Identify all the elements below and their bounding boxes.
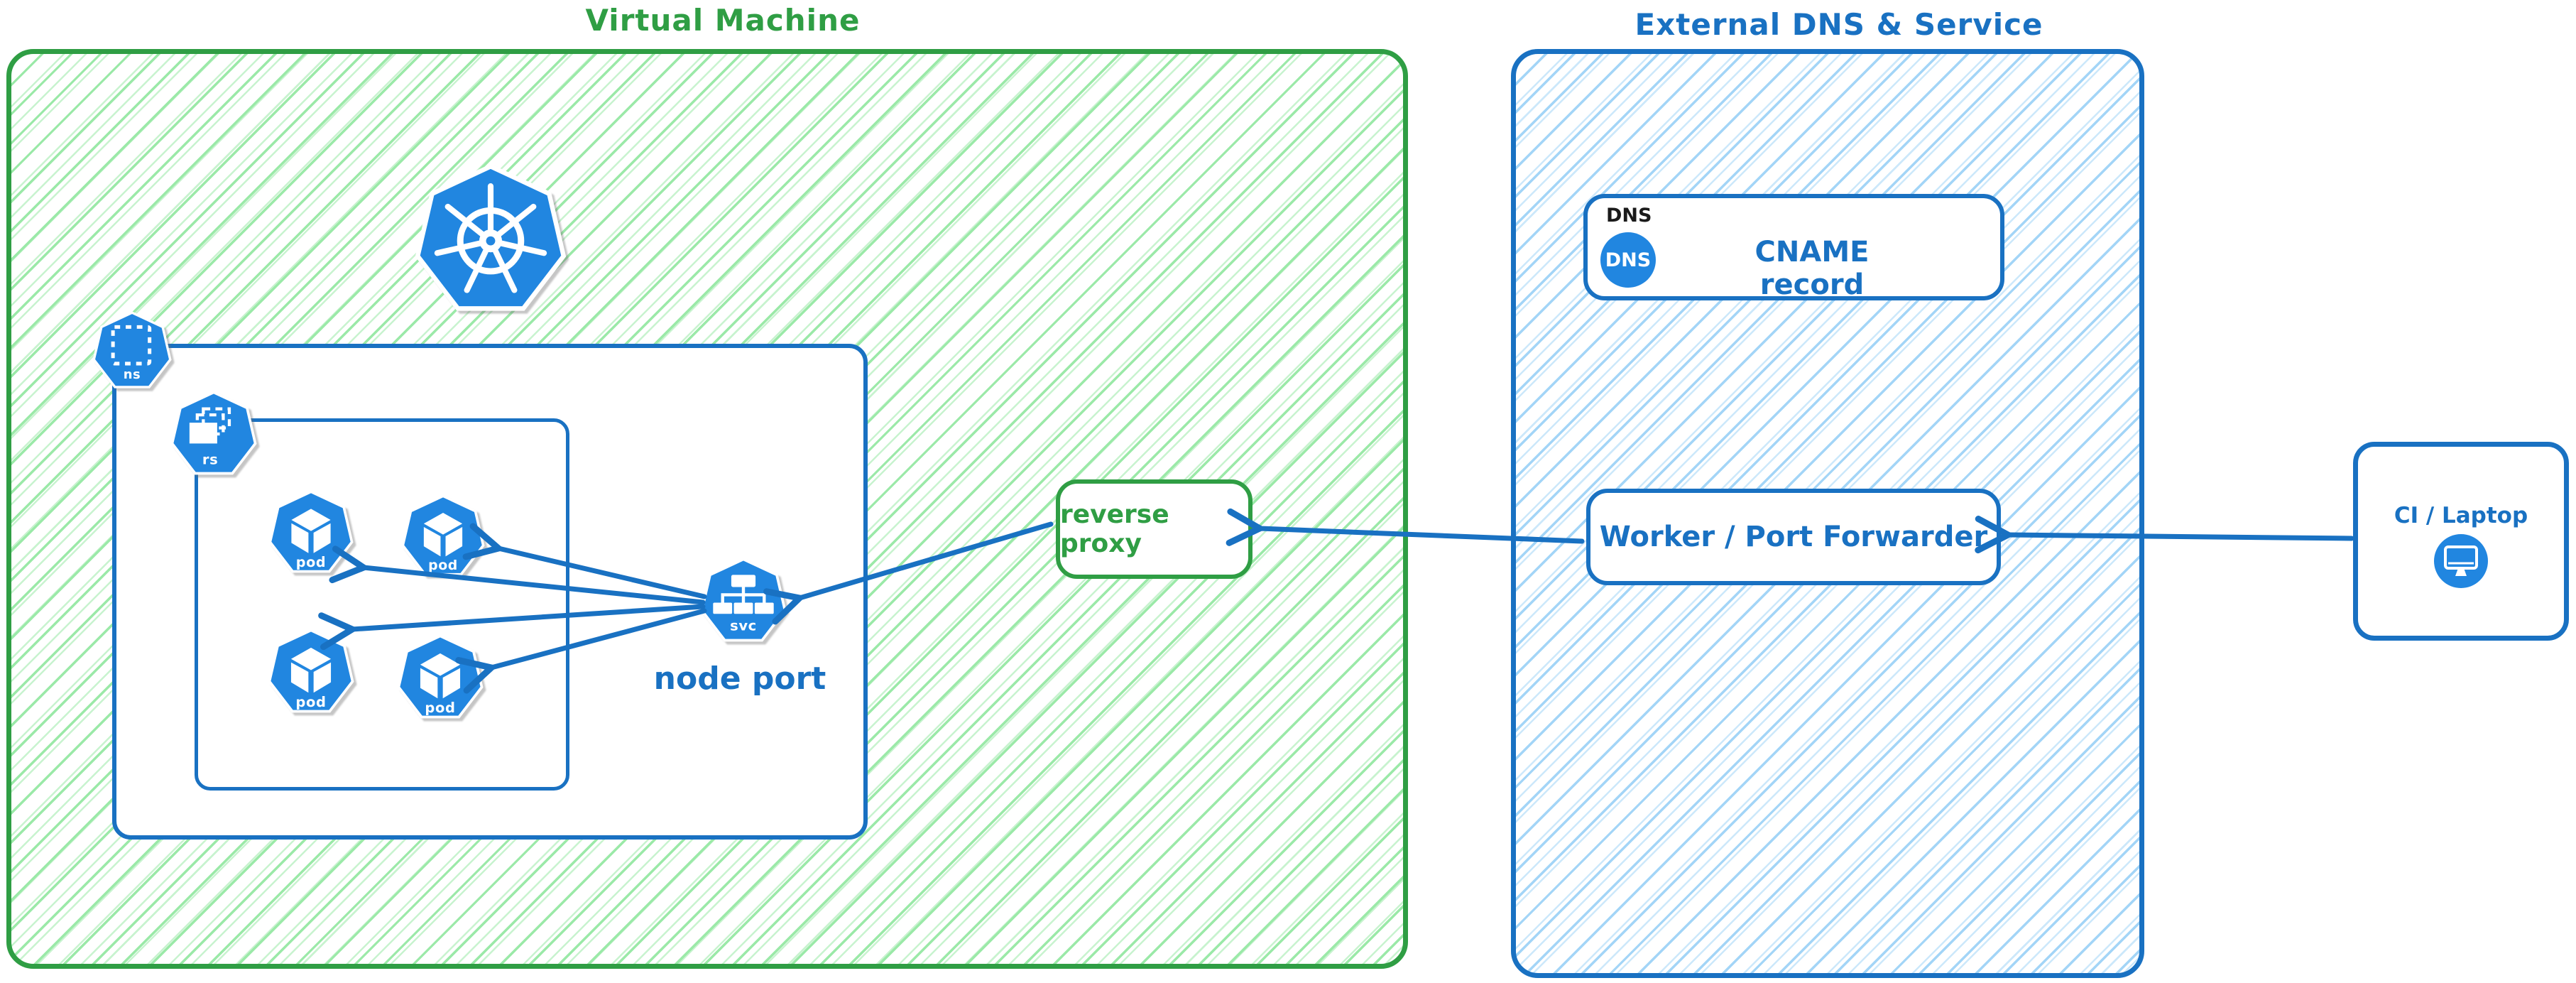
- worker-port-forwarder-label: Worker / Port Forwarder: [1599, 521, 1988, 553]
- replicaset-icon-label: rs: [202, 452, 218, 468]
- cname-record-box[interactable]: [1583, 194, 2004, 300]
- service-icon-label: svc: [730, 617, 757, 634]
- dns-tag-label: DNS: [1606, 205, 1652, 227]
- pod-icon[interactable]: pod: [401, 494, 485, 578]
- laptop-icon[interactable]: [2434, 534, 2488, 588]
- monitor-icon: [2444, 545, 2478, 576]
- worker-port-forwarder-box[interactable]: Worker / Port Forwarder: [1586, 489, 2001, 585]
- cname-record-label: CNAME record: [1754, 236, 1870, 301]
- dns-icon[interactable]: DNS: [1600, 232, 1656, 288]
- node-port-caption: node port: [653, 661, 826, 697]
- pod-icon[interactable]: pod: [268, 629, 354, 715]
- external-dns-service-title: External DNS & Service: [1634, 7, 2043, 42]
- ci-laptop-label: CI / Laptop: [2394, 503, 2528, 528]
- dns-icon-label: DNS: [1605, 249, 1652, 271]
- pod-icon-label: pod: [428, 558, 458, 573]
- service-icon[interactable]: svc: [700, 558, 787, 644]
- namespace-icon-label: ns: [124, 367, 141, 382]
- replicaset-icon[interactable]: rs: [170, 391, 257, 477]
- pod-icon[interactable]: pod: [397, 634, 484, 721]
- namespace-icon[interactable]: ns: [92, 311, 172, 391]
- pod-icon-label: pod: [296, 554, 326, 570]
- reverse-proxy-label: reverse proxy: [1060, 500, 1169, 558]
- kubernetes-logo-icon[interactable]: [415, 161, 567, 318]
- reverse-proxy-box[interactable]: reverse proxy: [1056, 479, 1252, 579]
- pod-icon[interactable]: pod: [268, 490, 354, 575]
- pod-icon-label: pod: [295, 694, 326, 710]
- virtual-machine-title: Virtual Machine: [585, 3, 861, 38]
- pod-icon-label: pod: [425, 700, 455, 716]
